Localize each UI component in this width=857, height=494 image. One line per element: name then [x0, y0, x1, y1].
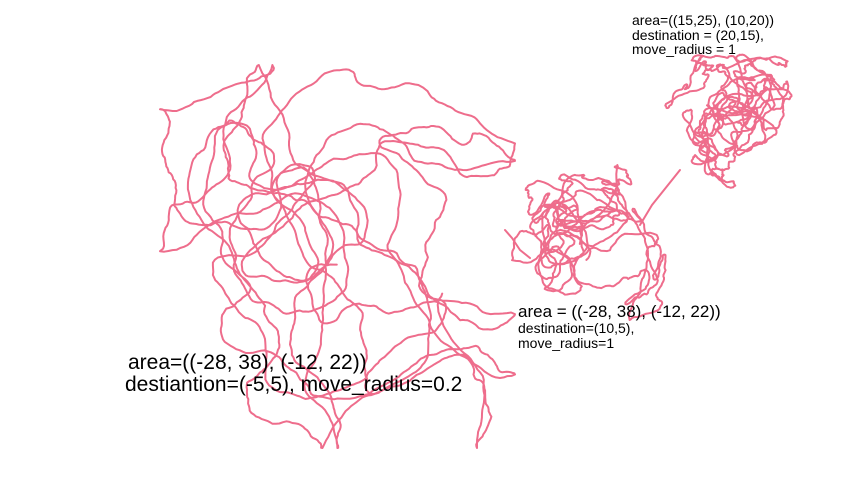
connector-large-to-medium — [504, 229, 531, 259]
trail-medium-path — [511, 164, 667, 321]
walk-small-radius-text: move_radius = 1 — [632, 41, 736, 58]
random-walk-connectors — [504, 169, 681, 259]
walk-large-area-text: area=((-28, 38), (-12, 22)) — [128, 351, 367, 374]
trail-small-path — [664, 53, 793, 189]
trail-large-path — [159, 64, 516, 449]
walk-label-small: area=((15,25), (10,20)) destination = (2… — [632, 13, 774, 57]
random-walk-trail-large — [159, 64, 516, 449]
walk-medium-destination-text: destination=(10,5), — [518, 319, 635, 336]
walk-medium-area-text: area = ((-28, 38), (-12, 22)) — [518, 302, 721, 321]
walk-small-area-text: area=((15,25), (10,20)) — [632, 12, 775, 28]
random-walk-trail-medium — [511, 164, 667, 321]
walk-label-large: area=((-28, 38), (-12, 22)) destiantion=… — [125, 351, 463, 397]
walk-large-params-text: destiantion=(-5,5), move_radius=0.2 — [125, 373, 463, 397]
walk-label-medium: area = ((-28, 38), (-12, 22)) destinatio… — [518, 303, 721, 350]
random-walk-trail-small — [664, 53, 793, 189]
connector-medium-to-small — [639, 169, 681, 226]
walk-small-destination-text: destination = (20,15), — [632, 26, 764, 43]
walk-medium-radius-text: move_radius=1 — [518, 334, 615, 351]
